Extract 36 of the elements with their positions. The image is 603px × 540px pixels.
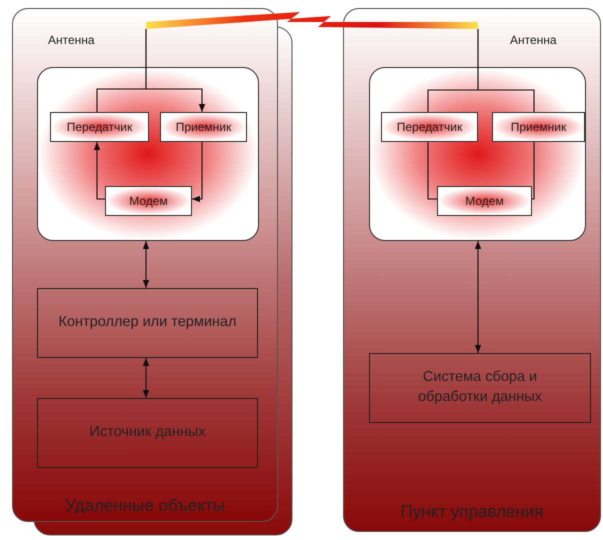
connector-line: [477, 29, 535, 112]
box-label: Система сбора и обработки данных: [417, 368, 543, 407]
radio-unit-box: [369, 67, 586, 241]
arrow: [142, 241, 150, 288]
connector-line: [427, 142, 437, 200]
lightning-icon: [146, 12, 478, 29]
box-label: Модем: [129, 194, 168, 208]
antenna-label: Антенна: [48, 33, 95, 47]
arrow: [145, 29, 206, 112]
arrow: [94, 142, 105, 200]
radio-unit-box: [37, 67, 259, 241]
box-label: Контроллер или терминал: [58, 313, 236, 332]
panel-caption: Удаленные объекты: [64, 496, 226, 516]
process-box: [369, 353, 591, 423]
box-label: Передатчик: [396, 120, 462, 134]
module-box: [105, 186, 192, 216]
panel-caption: Пункт управления: [400, 502, 544, 522]
process-box: [37, 288, 258, 358]
box-label: Источник данных: [89, 423, 206, 442]
box-label: Передатчик: [66, 120, 132, 134]
module-box: [160, 112, 247, 142]
antenna-label: Антенна: [510, 33, 557, 47]
site-panel: [12, 8, 278, 522]
module-box: [50, 112, 149, 142]
connector-line: [532, 142, 535, 200]
module-box: [437, 186, 532, 216]
arrow: [192, 142, 203, 202]
site-panel: [343, 8, 601, 532]
box-label: Приемник: [176, 120, 232, 134]
arrow: [474, 241, 482, 353]
box-label: Модем: [465, 194, 504, 208]
module-box: [381, 112, 478, 142]
module-box: [492, 112, 585, 142]
box-label: Приемник: [510, 120, 566, 134]
arrow: [142, 358, 150, 398]
process-box: [37, 398, 258, 468]
